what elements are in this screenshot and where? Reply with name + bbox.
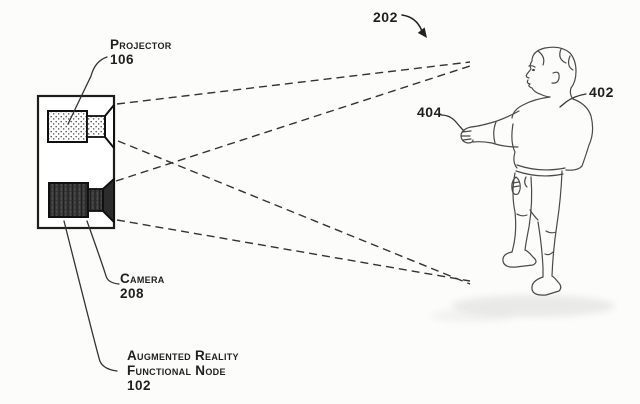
person-extended-arm: [470, 110, 520, 128]
person-hair: [531, 46, 577, 89]
person-face: [525, 60, 533, 79]
person-402-leader-line: [559, 93, 587, 108]
field-line-camera-top: [115, 65, 471, 182]
camera-label-ref: 208: [120, 286, 145, 301]
camera-label-name: Camera: [120, 271, 165, 286]
arfn-housing-box: [36, 94, 116, 230]
field-line-projector-top: [116, 61, 471, 105]
scene-ref-202: 202: [373, 9, 398, 25]
hand-ref-404: 404: [417, 104, 442, 120]
person-far-shoe: [502, 249, 537, 268]
projector-icon: [47, 104, 115, 149]
field-line-projector-bottom: [117, 140, 471, 285]
ref-202-arrow-icon: [401, 14, 427, 38]
camera-icon: [48, 178, 115, 223]
arfn-label-line2: Functional Node: [127, 363, 226, 378]
projector-label-ref: 106: [110, 52, 135, 67]
person-ref-402: 402: [589, 84, 614, 100]
arfn-label-ref: 102: [127, 378, 152, 393]
person-far-hand: [511, 176, 521, 196]
camera-leader-line: [86, 220, 120, 285]
hand-404-leader-line: [440, 114, 465, 132]
projector-leader-line: [67, 56, 108, 125]
person-ear: [551, 71, 560, 84]
projection-field-lines: [115, 61, 471, 285]
projector-label: Projector 106: [110, 37, 172, 67]
person-figure: [460, 46, 594, 296]
projector-label-name: Projector: [110, 37, 172, 52]
arfn-label-line1: Augmented Reality: [127, 348, 239, 363]
arfn-leader-line: [63, 220, 118, 372]
person-shadow: [430, 295, 615, 322]
leader-lines: [63, 56, 587, 372]
camera-label: Camera 208: [120, 271, 165, 301]
arfn-label: Augmented Reality Functional Node 102: [127, 348, 239, 393]
person-near-leg: [551, 170, 563, 277]
field-line-camera-bottom: [116, 219, 471, 282]
person-far-leg: [511, 172, 517, 253]
person-torso: [565, 98, 594, 171]
person-near-shoe: [531, 275, 562, 296]
